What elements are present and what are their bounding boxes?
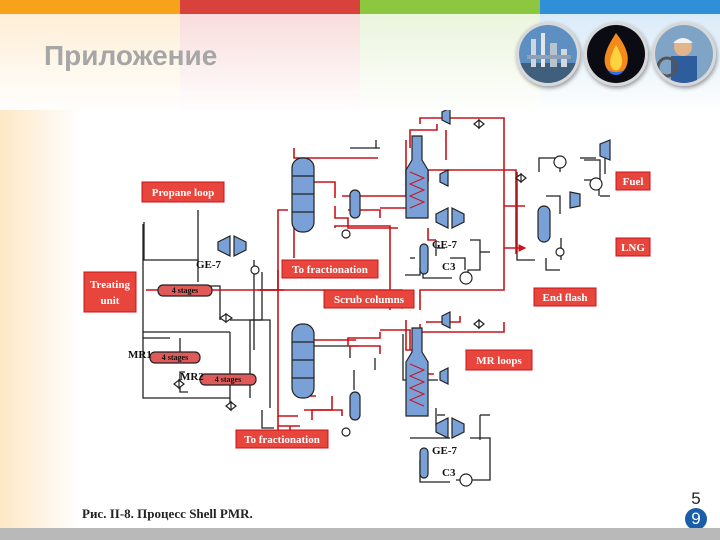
stages-mr1-label: 4 stages [162,353,188,362]
valve-mr2 [173,378,185,390]
shell-pmr-flow-diagram: Propane loop Treating unit To fractionat… [83,107,651,487]
expander-bottom [441,311,451,329]
stage-texts: 4 stages 4 stages 4 stages [162,286,241,384]
compressor-mr-bottom [439,367,449,385]
propane-loop-label: Propane loop [152,187,214,199]
compressor-propane [217,235,231,257]
compressor-mr-top [439,169,449,187]
gas-flame-photo [584,22,648,86]
mr-loops-box [465,349,533,371]
ge7-bottom-label: GE-7 [432,445,458,457]
valve-end-flash [515,172,527,184]
valve-top-mr [473,118,485,130]
stages-bar-mr1 [149,351,201,364]
end-flash-expander [599,139,611,161]
end-flash-cooler-1 [553,155,567,169]
pump-top [341,229,351,239]
expander-top [441,107,451,125]
separator-bottom [349,391,361,421]
label-texts: Propane loop Treating unit To fractionat… [90,176,645,479]
treating-unit-label-1: Treating [90,279,130,291]
figure-caption: Рис. II-8. Процесс Shell PMR. [82,506,253,521]
c3-drum-bottom [419,447,429,479]
ge7-propane-label: GE-7 [196,259,222,271]
header-band-orange [0,0,180,14]
equipment [149,107,611,487]
refinery-photo [516,22,580,86]
propane-cooler [250,265,260,275]
compressor-ge7-bottom [435,417,449,439]
compressor-ge7-top [435,207,449,229]
lng-label: LNG [621,242,645,254]
c3-top-label: C3 [442,261,456,273]
mr1-label: MR1 [128,349,152,361]
to-fractionation-top-box [281,259,379,279]
mr-loops-label: MR loops [476,355,522,367]
heat-exchanger-top [405,135,429,219]
separator-top [349,189,361,219]
label-boxes [83,171,651,449]
valve-bottom-mr [473,318,485,330]
scrub-columns-label: Scrub columns [334,294,405,306]
header-glow-red [180,14,360,114]
header-band-green [360,0,540,14]
pump-bottom [341,427,351,437]
c3-pump-top [459,271,473,285]
stages-bar-propane [157,284,213,297]
stages-bar-mr2 [199,373,257,386]
end-flash-label: End flash [543,292,588,304]
treating-unit-box [83,271,137,313]
lng-pump [555,247,565,257]
stages-propane-label: 4 stages [172,286,198,295]
page-number: 5 9 [683,490,709,530]
to-fractionation-top-label: To fractionation [292,264,368,276]
page-number-digit-1: 5 [691,489,701,508]
end-flash-drum [537,205,551,243]
header-band-blue [540,0,720,14]
propane-loop-box [141,181,225,203]
mr2-label: MR2 [180,371,204,383]
to-fractionation-bottom-box [235,429,329,449]
page-number-digit-2: 9 [685,508,707,530]
header-glow-green [360,14,540,114]
treating-unit-label-2: unit [101,295,120,307]
header-band-red [180,0,360,14]
c3-pump-bottom [459,473,473,487]
left-side-glow [0,110,80,530]
red-process-lines [146,117,640,441]
end-flash-box [533,287,597,307]
worker-photo [652,22,716,86]
end-flash-cooler-2 [589,177,603,191]
heat-exchanger-bottom [405,327,429,417]
fuel-box [615,171,651,191]
header-glow-orange [0,14,180,114]
c3-bottom-label: C3 [442,467,456,479]
stages-mr2-label: 4 stages [215,375,241,384]
fuel-label: Fuel [623,176,644,188]
valve-propane [218,312,234,324]
end-flash-compressor [569,191,581,209]
footer-bar [0,528,720,540]
process-diagram-figure: Propane loop Treating unit To fractionat… [80,107,652,530]
slide-title: Приложение [44,40,218,71]
ge7-top-label: GE-7 [432,239,458,251]
scrub-columns-box [323,289,415,309]
scrub-column-bottom [291,323,315,399]
lng-box [615,237,651,257]
valve-mr2-outlet [225,400,237,412]
to-fractionation-bottom-label: To fractionation [244,434,320,446]
c3-drum-top [419,243,429,275]
scrub-column-top [291,157,315,233]
